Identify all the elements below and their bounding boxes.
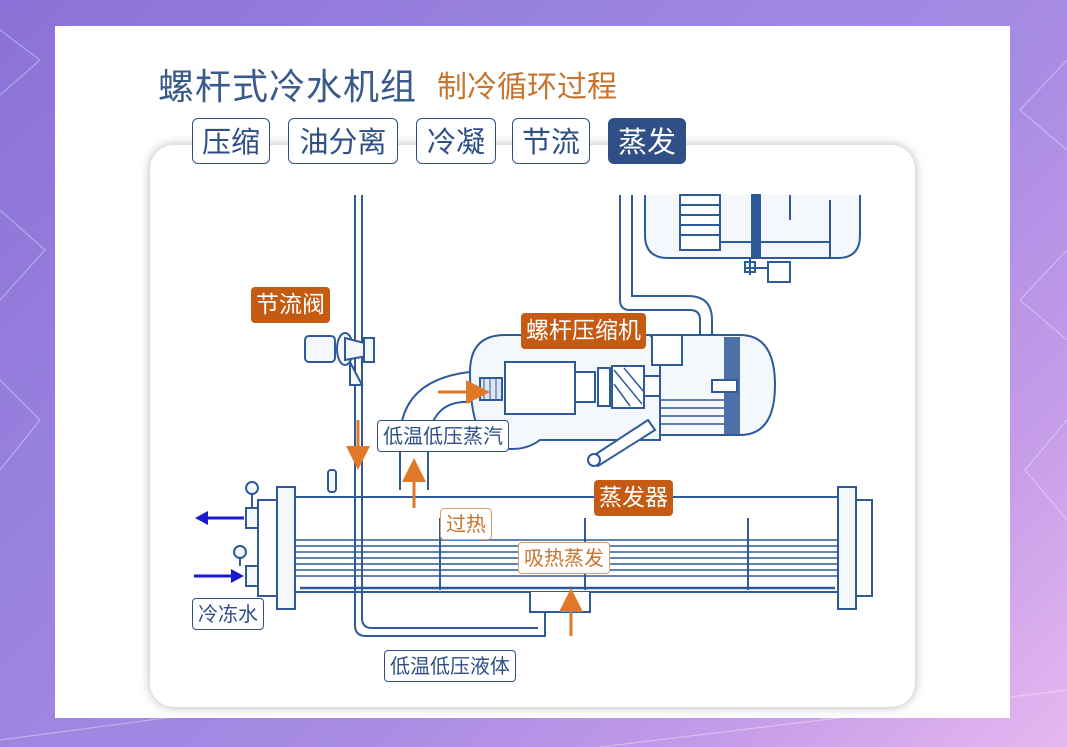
tab-throttling[interactable]: 节流 — [512, 118, 590, 164]
discharge-pipe — [619, 195, 713, 345]
oil-separator — [612, 334, 777, 436]
label-evaporator: 蒸发器 — [594, 480, 673, 516]
compressor-body — [468, 334, 683, 468]
flow-arrows — [346, 380, 583, 636]
chilled-water-arrows — [194, 511, 244, 583]
tab-oil-separation[interactable]: 油分离 — [288, 118, 398, 164]
label-low-temp-liquid: 低温低压液体 — [384, 650, 516, 682]
evaporator-shell — [233, 469, 873, 613]
tab-condensation[interactable]: 冷凝 — [416, 118, 496, 164]
label-superheat: 过热 — [440, 508, 492, 540]
label-throttle-valve: 节流阀 — [251, 287, 330, 323]
page-title: 螺杆式冷水机组 — [158, 67, 418, 108]
tab-evaporation[interactable]: 蒸发 — [608, 118, 686, 164]
page-subtitle: 制冷循环过程 — [437, 70, 617, 105]
label-screw-compressor: 螺杆压缩机 — [521, 313, 646, 349]
throttle-valve-shape — [304, 332, 375, 386]
condenser-tank — [644, 194, 861, 283]
label-chilled-water: 冷冻水 — [192, 598, 264, 630]
tab-compression[interactable]: 压缩 — [192, 118, 270, 164]
label-low-temp-vapor: 低温低压蒸汽 — [377, 420, 509, 452]
label-absorb-heat: 吸热蒸发 — [518, 542, 610, 574]
liquid-line — [354, 195, 546, 637]
